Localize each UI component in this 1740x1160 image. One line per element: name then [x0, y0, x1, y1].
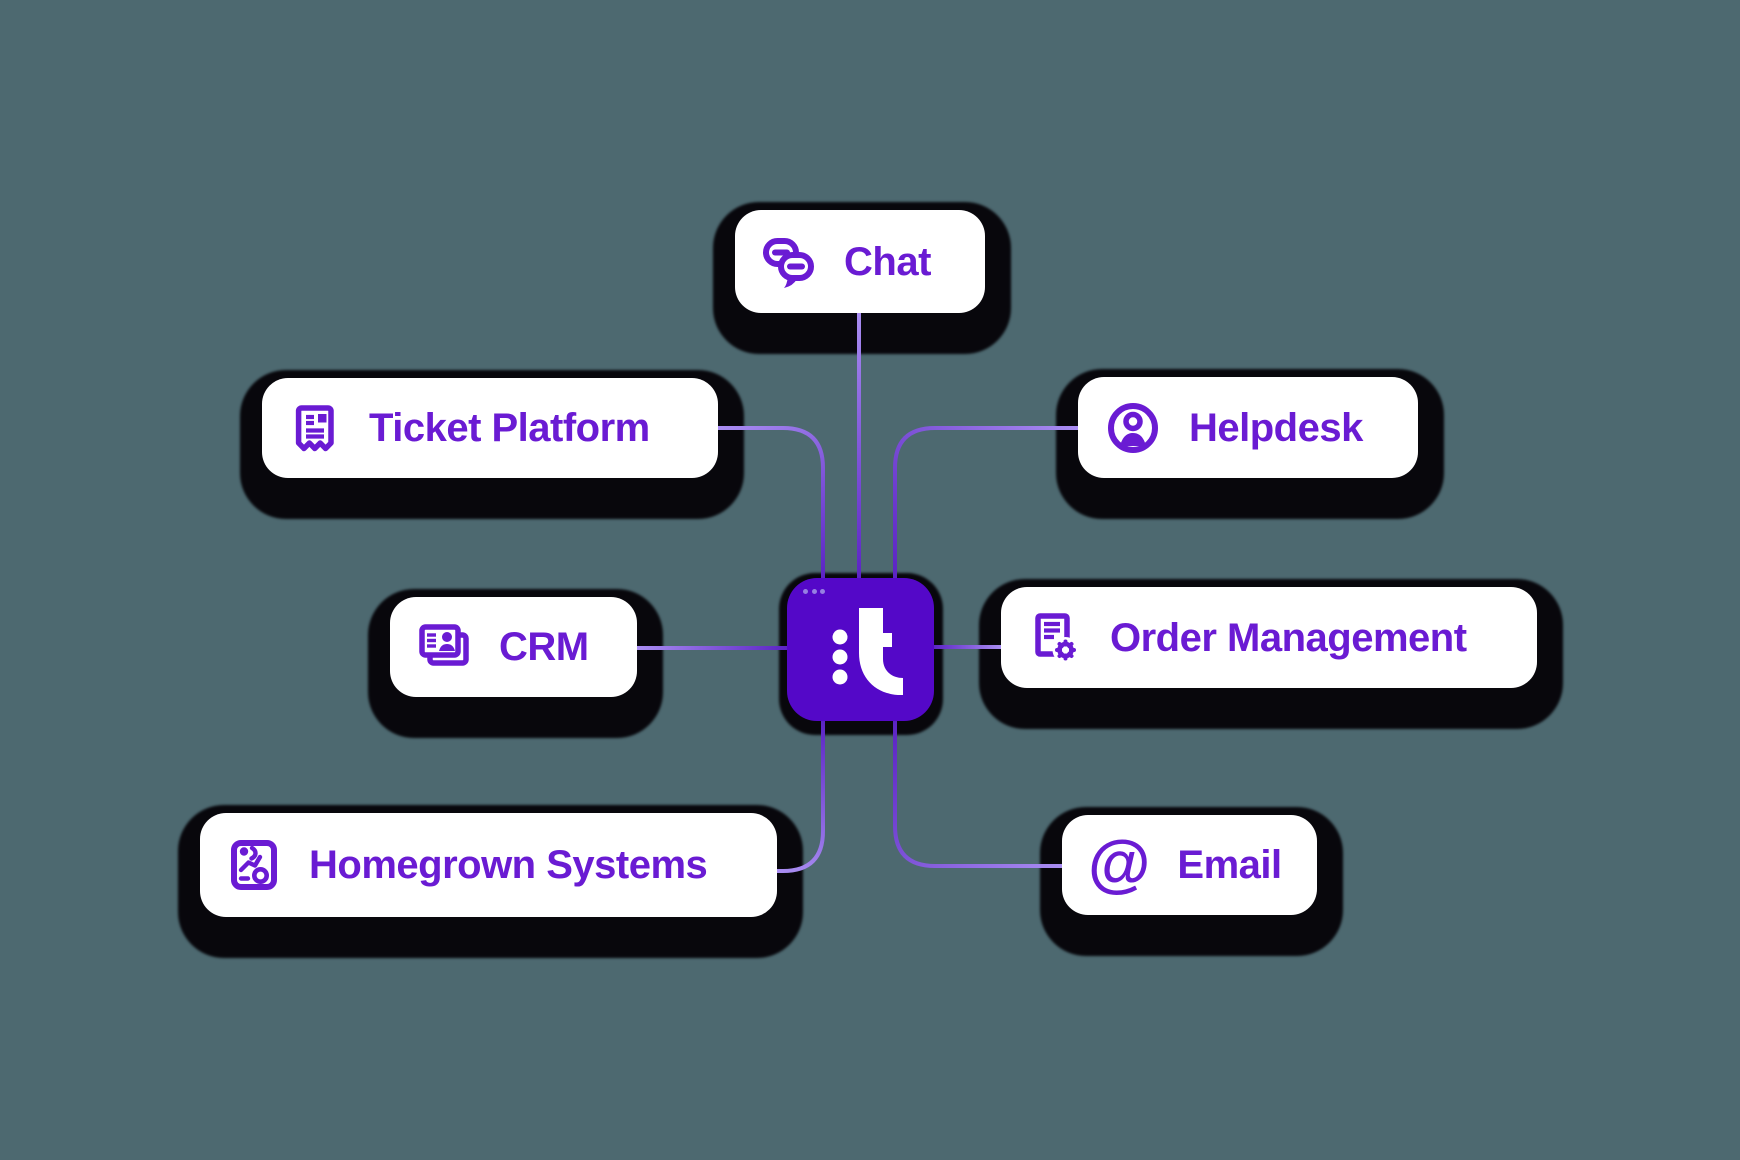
center-hub-node: [787, 578, 934, 721]
connector-homegrown-systems: [777, 721, 825, 873]
node-helpdesk-label: Helpdesk: [1189, 405, 1363, 450]
node-ticket-platform: Ticket Platform: [262, 378, 718, 478]
document-gear-icon: [1027, 610, 1083, 666]
node-chat-label: Chat: [844, 239, 931, 284]
node-email-label: Email: [1177, 843, 1282, 887]
node-crm: CRM: [390, 597, 637, 697]
node-order-management: Order Management: [1001, 587, 1537, 688]
node-ticket-platform-label: Ticket Platform: [369, 406, 650, 450]
receipt-ticket-icon: [288, 401, 342, 455]
user-circle-icon: [1104, 399, 1162, 457]
node-order-management-label: Order Management: [1110, 615, 1467, 660]
node-chat: Chat: [735, 210, 985, 313]
node-homegrown-systems-label: Homegrown Systems: [309, 843, 708, 887]
window-dot: [820, 589, 825, 594]
connector-ticket-platform: [718, 426, 825, 578]
at-sign-glyph: @: [1088, 827, 1151, 899]
window-dots: [803, 589, 825, 594]
t-logo: [832, 608, 903, 695]
window-dot: [811, 589, 817, 594]
connector-email: [893, 721, 1062, 868]
contact-card-icon: [416, 619, 472, 675]
at-sign-icon: @: [1088, 827, 1151, 899]
connector-helpdesk: [893, 426, 1078, 578]
node-homegrown-systems: Homegrown Systems: [200, 813, 777, 917]
node-helpdesk: Helpdesk: [1078, 377, 1418, 478]
chat-bubbles-icon: [761, 234, 817, 290]
node-crm-label: CRM: [499, 625, 589, 669]
node-email: @ Email: [1062, 815, 1317, 915]
window-dot: [803, 589, 808, 594]
circuit-board-icon: [226, 837, 282, 893]
